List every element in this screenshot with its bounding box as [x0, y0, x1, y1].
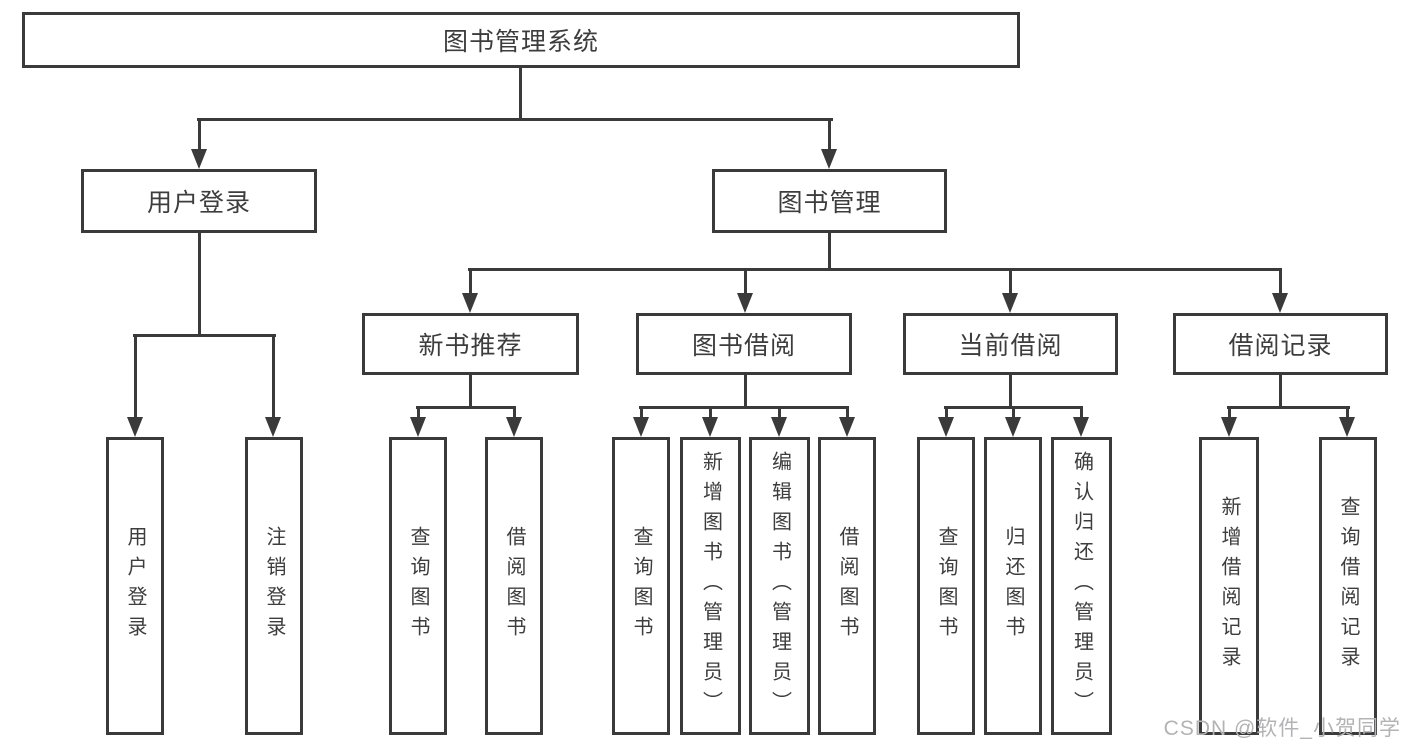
- connector-leaf-user-login-drop: [134, 337, 137, 419]
- node-current-borrowing: 当前借阅: [903, 313, 1118, 375]
- leaf-borrow-book-borrowing-label: 借阅图书: [836, 526, 858, 646]
- arrow-g2-leaf3: [771, 417, 787, 437]
- node-new-book-recommend-label: 新书推荐: [418, 332, 523, 360]
- connector-new-book-drop: [469, 271, 472, 295]
- connector-user-login-drop: [198, 121, 201, 151]
- leaf-return-book: 归还图书: [984, 437, 1042, 735]
- connector-borrowing-drop: [744, 271, 747, 295]
- leaf-confirm-return-admin-label: 确认归还（管理员）: [1070, 451, 1093, 721]
- leaf-logout: 注销登录: [245, 437, 303, 735]
- arrow-g1-leaf1: [410, 417, 426, 437]
- connector-leaf-logout-drop: [272, 337, 275, 419]
- arrow-g2-leaf4: [839, 417, 855, 437]
- arrow-to-current: [1002, 293, 1018, 313]
- leaf-query-book-current-label: 查询图书: [935, 526, 957, 646]
- arrow-to-book-mgmt: [821, 149, 837, 169]
- connector-g2-stem: [744, 375, 747, 408]
- arrow-to-user-login: [191, 149, 207, 169]
- node-borrowing-records: 借阅记录: [1173, 313, 1388, 375]
- connector-g4-drop1: [1228, 409, 1231, 419]
- connector-book-mgmt-stem: [828, 233, 831, 270]
- node-book-management-label: 图书管理: [777, 189, 882, 217]
- leaf-query-book-recommend: 查询图书: [389, 437, 447, 735]
- leaf-add-book-admin: 新增图书（管理员）: [680, 437, 741, 735]
- leaf-query-book-borrowing: 查询图书: [612, 437, 670, 735]
- connector-level3-hline: [468, 268, 1282, 271]
- connector-g1-stem: [469, 375, 472, 408]
- leaf-confirm-return-admin: 确认归还（管理员）: [1051, 437, 1112, 735]
- connector-g2-drop4: [846, 409, 849, 419]
- leaf-edit-book-admin-label: 编辑图书（管理员）: [768, 451, 791, 721]
- node-book-borrowing: 图书借阅: [636, 313, 852, 375]
- connector-g2-hline: [639, 406, 849, 409]
- leaf-query-book-current: 查询图书: [917, 437, 975, 735]
- arrow-to-new-book: [462, 293, 478, 313]
- arrow-to-leaf-logout: [265, 417, 281, 437]
- connector-g4-drop2: [1346, 409, 1349, 419]
- connector-current-drop: [1009, 271, 1012, 295]
- arrow-g3-leaf2: [1005, 417, 1021, 437]
- leaf-logout-label: 注销登录: [263, 526, 285, 646]
- leaf-user-login-label: 用户登录: [124, 526, 146, 646]
- arrow-g4-leaf2: [1339, 417, 1355, 437]
- arrow-g3-leaf1: [938, 417, 954, 437]
- connector-g2-drop3: [778, 409, 781, 419]
- node-new-book-recommend: 新书推荐: [362, 313, 579, 375]
- connector-g3-drop3: [1080, 409, 1083, 419]
- arrow-g2-leaf1: [633, 417, 649, 437]
- connector-g4-stem: [1279, 375, 1282, 408]
- arrow-g1-leaf2: [506, 417, 522, 437]
- leaf-query-book-borrowing-label: 查询图书: [630, 526, 652, 646]
- leaf-query-borrow-record: 查询借阅记录: [1319, 437, 1377, 735]
- connector-g3-drop1: [945, 409, 948, 419]
- node-user-login-label: 用户登录: [146, 189, 251, 217]
- node-root-system-label: 图书管理系统: [442, 28, 599, 56]
- leaf-borrow-book-borrowing: 借阅图书: [818, 437, 876, 735]
- connector-book-mgmt-drop: [828, 121, 831, 151]
- connector-g1-hline: [416, 406, 516, 409]
- node-book-borrowing-label: 图书借阅: [691, 332, 796, 360]
- connector-g3-hline: [944, 406, 1083, 409]
- arrow-to-borrowing: [737, 293, 753, 313]
- leaf-add-borrow-record: 新增借阅记录: [1199, 437, 1259, 735]
- arrow-g4-leaf1: [1221, 417, 1237, 437]
- leaf-query-borrow-record-label: 查询借阅记录: [1337, 496, 1359, 676]
- leaf-query-book-recommend-label: 查询图书: [407, 526, 429, 646]
- connector-level1-hline: [197, 118, 833, 121]
- node-user-login: 用户登录: [81, 169, 317, 233]
- csdn-watermark: CSDN @软件_小贺同学: [1163, 717, 1401, 740]
- leaf-edit-book-admin: 编辑图书（管理员）: [749, 437, 810, 735]
- leaf-user-login: 用户登录: [106, 437, 164, 735]
- leaf-return-book-label: 归还图书: [1002, 526, 1024, 646]
- connector-user-login-stem: [198, 233, 201, 336]
- connector-g2-drop1: [640, 409, 643, 419]
- connector-g4-hline: [1227, 406, 1350, 409]
- arrow-g3-leaf3: [1073, 417, 1089, 437]
- arrow-to-leaf-user-login: [127, 417, 143, 437]
- arrow-to-records: [1272, 293, 1288, 313]
- connector-g2-drop2: [709, 409, 712, 419]
- leaf-borrow-book-recommend-label: 借阅图书: [503, 526, 525, 646]
- connector-g3-stem: [1009, 375, 1012, 408]
- node-book-management: 图书管理: [712, 169, 947, 233]
- node-borrowing-records-label: 借阅记录: [1228, 332, 1333, 360]
- connector-g1-drop2: [513, 409, 516, 419]
- connector-g3-drop2: [1012, 409, 1015, 419]
- node-current-borrowing-label: 当前借阅: [958, 332, 1063, 360]
- node-root-system: 图书管理系统: [22, 12, 1020, 68]
- leaf-add-borrow-record-label: 新增借阅记录: [1218, 496, 1240, 676]
- connector-records-drop: [1279, 271, 1282, 295]
- connector-g1-drop1: [417, 409, 420, 419]
- leaf-borrow-book-recommend: 借阅图书: [485, 437, 543, 735]
- leaf-add-book-admin-label: 新增图书（管理员）: [699, 451, 722, 721]
- connector-user-login-hline: [133, 334, 276, 337]
- arrow-g2-leaf2: [702, 417, 718, 437]
- connector-root-stem: [519, 68, 522, 120]
